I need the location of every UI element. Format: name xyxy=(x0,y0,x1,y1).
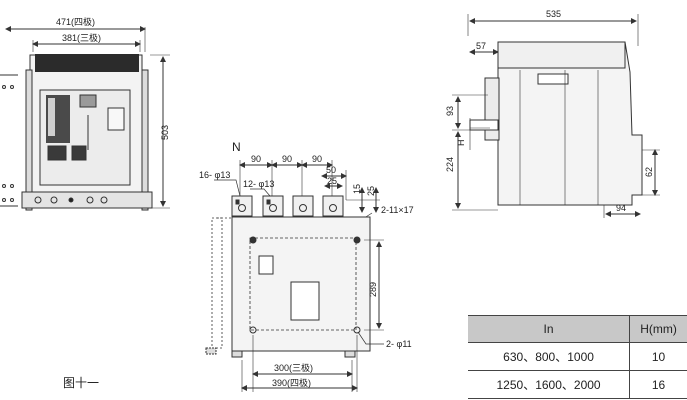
table-cell: 630、800、1000 xyxy=(468,342,631,371)
mount-holes-label: 2- φ11 xyxy=(386,339,412,349)
dim-94-label: 94 xyxy=(616,203,626,213)
dim-25a-label: 25 xyxy=(327,176,337,186)
dim-h-label: H xyxy=(456,140,466,147)
table-header-h: H(mm) xyxy=(629,315,687,343)
dim-289-label: 289 xyxy=(368,282,378,297)
front-height-label: 503 xyxy=(160,125,170,140)
side-view xyxy=(452,14,660,218)
table-cell: 16 xyxy=(629,370,687,399)
table-cell: 1250、1600、2000 xyxy=(468,370,631,399)
front-width-3pole-label: 381(三极) xyxy=(62,32,101,43)
table-header-row: In H(mm) xyxy=(468,315,687,343)
pitch-1-label: 90 xyxy=(251,154,261,164)
dim-224-label: 224 xyxy=(445,157,455,172)
side-n-label: N xyxy=(232,140,241,154)
dim-15-label: 15 xyxy=(352,184,362,194)
mounting-view xyxy=(205,160,384,392)
table-cell: 10 xyxy=(629,342,687,371)
dim-62-label: 62 xyxy=(644,167,654,177)
dim-50-label: 50 xyxy=(326,165,336,175)
front-width-4pole-label: 471(四极) xyxy=(56,16,95,27)
depth-535-label: 535 xyxy=(546,9,561,19)
dim-93-label: 93 xyxy=(445,106,455,116)
terminal-holes-16-label: 16- φ13 xyxy=(199,170,230,180)
slot-label: 2-11×17 xyxy=(381,205,414,215)
dim-57-label: 57 xyxy=(476,41,486,51)
pitch-3-label: 90 xyxy=(312,154,322,164)
base-4pole-label: 390(四极) xyxy=(272,377,311,388)
table-row: 1250、1600、2000 16 xyxy=(468,370,687,399)
dim-25b-label: 25 xyxy=(366,186,376,196)
front-view xyxy=(0,26,170,211)
base-3pole-label: 300(三极) xyxy=(274,362,313,373)
table-header-in: In xyxy=(468,315,631,343)
rating-table: In H(mm) 630、800、1000 10 1250、1600、2000 … xyxy=(468,315,687,399)
pitch-2-label: 90 xyxy=(282,154,292,164)
figure-caption: 图十一 xyxy=(63,376,100,390)
table-row: 630、800、1000 10 xyxy=(468,342,687,371)
terminal-holes-12-label: 12- φ13 xyxy=(243,179,274,189)
